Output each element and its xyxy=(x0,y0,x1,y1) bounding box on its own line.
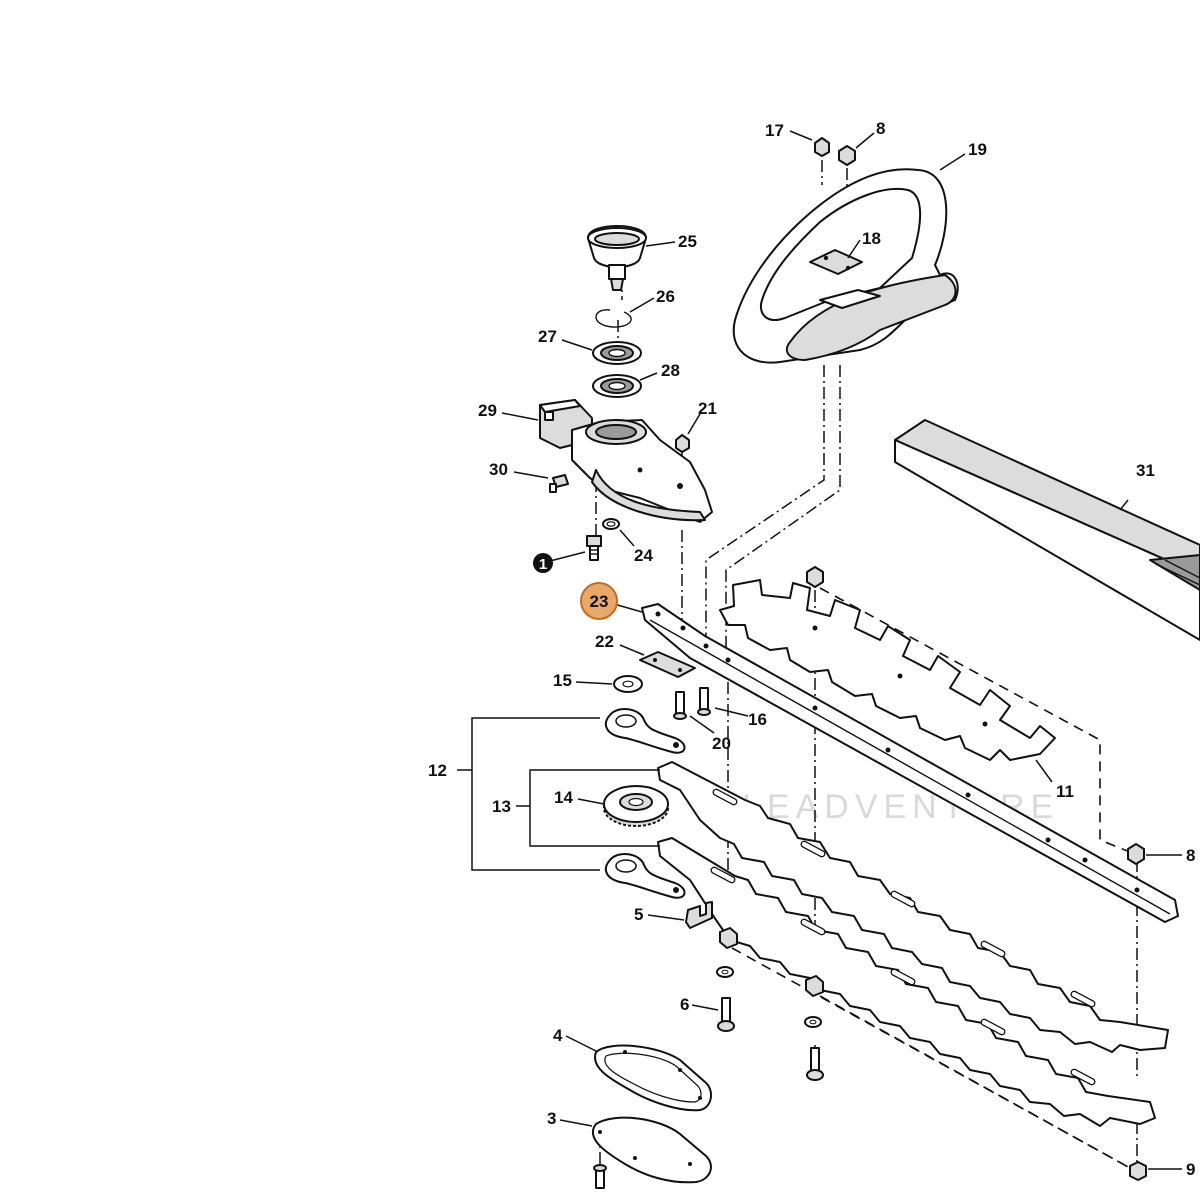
callout-13: 13 xyxy=(492,797,511,816)
callout-20: 20 xyxy=(712,734,731,753)
spur-gear xyxy=(603,785,669,827)
screw-21 xyxy=(675,434,690,453)
callout-14: 14 xyxy=(554,788,573,807)
callout-19: 19 xyxy=(968,140,987,159)
callout-27: 27 xyxy=(538,327,557,346)
plate-22 xyxy=(639,651,696,678)
screw-lower xyxy=(806,1047,824,1081)
grease-fitting xyxy=(549,474,569,493)
connecting-rod-upper xyxy=(604,708,686,754)
bearing-28 xyxy=(592,374,642,398)
screw-16 xyxy=(697,687,711,716)
nut-8-upper xyxy=(806,566,824,588)
callout-labels: 1 23 3 4 5 6 8 8 9 11 12 13 14 15 16 17 … xyxy=(428,119,1195,1179)
callout-17: 17 xyxy=(765,121,784,140)
callout-1: 1 xyxy=(539,556,547,573)
callout-16: 16 xyxy=(748,710,767,729)
screw-1 xyxy=(586,535,602,561)
callout-8-top: 8 xyxy=(876,119,885,138)
callout-28: 28 xyxy=(661,361,680,380)
callout-15: 15 xyxy=(553,671,572,690)
cover-screw xyxy=(593,1164,607,1189)
gear-housing xyxy=(539,399,713,523)
callout-25: 25 xyxy=(678,232,697,251)
slide-blocks xyxy=(716,927,1147,1181)
protective-bar xyxy=(894,419,1200,641)
clip-5 xyxy=(685,901,713,929)
callout-12: 12 xyxy=(428,761,447,780)
upper-cutter-blade xyxy=(719,579,1056,761)
gasket xyxy=(594,1044,712,1112)
callout-26: 26 xyxy=(656,287,675,306)
nut-17 xyxy=(814,137,830,157)
callout-23[interactable]: 23 xyxy=(590,592,609,611)
guide-lines xyxy=(731,587,1131,1169)
callout-24: 24 xyxy=(634,546,653,565)
screw-20 xyxy=(673,691,687,720)
callout-1-badge xyxy=(533,553,553,573)
nut-8-top xyxy=(838,145,856,166)
callout-22: 22 xyxy=(595,632,614,651)
connecting-rod-lower xyxy=(604,853,686,899)
callout-5: 5 xyxy=(634,905,643,924)
callout-4: 4 xyxy=(553,1026,563,1045)
callout-23-badge[interactable] xyxy=(580,582,618,620)
cover-plate xyxy=(591,1116,712,1184)
screw-6 xyxy=(717,997,735,1032)
drive-drum xyxy=(587,225,647,291)
nut-8-right xyxy=(1127,843,1145,865)
callout-11: 11 xyxy=(1056,782,1074,801)
group-brackets xyxy=(457,717,660,871)
leader-lines xyxy=(501,130,1182,1170)
circlip xyxy=(595,309,632,328)
loop-handle xyxy=(732,168,959,364)
callout-6: 6 xyxy=(680,995,689,1014)
callout-8-right: 8 xyxy=(1186,846,1195,865)
bearing-27 xyxy=(592,341,642,365)
callout-21: 21 xyxy=(698,399,717,418)
washer-24 xyxy=(602,518,620,530)
callout-31: 31 xyxy=(1136,461,1155,480)
washer-15 xyxy=(613,675,643,693)
callout-30: 30 xyxy=(489,460,508,479)
callout-3: 3 xyxy=(547,1109,556,1128)
callout-29: 29 xyxy=(478,401,497,420)
lower-cutter-blade xyxy=(657,837,1156,1127)
callout-9: 9 xyxy=(1186,1160,1195,1179)
middle-cutter-blade xyxy=(657,761,1169,1053)
connecting-bar xyxy=(641,603,1179,923)
callout-18: 18 xyxy=(862,229,881,248)
